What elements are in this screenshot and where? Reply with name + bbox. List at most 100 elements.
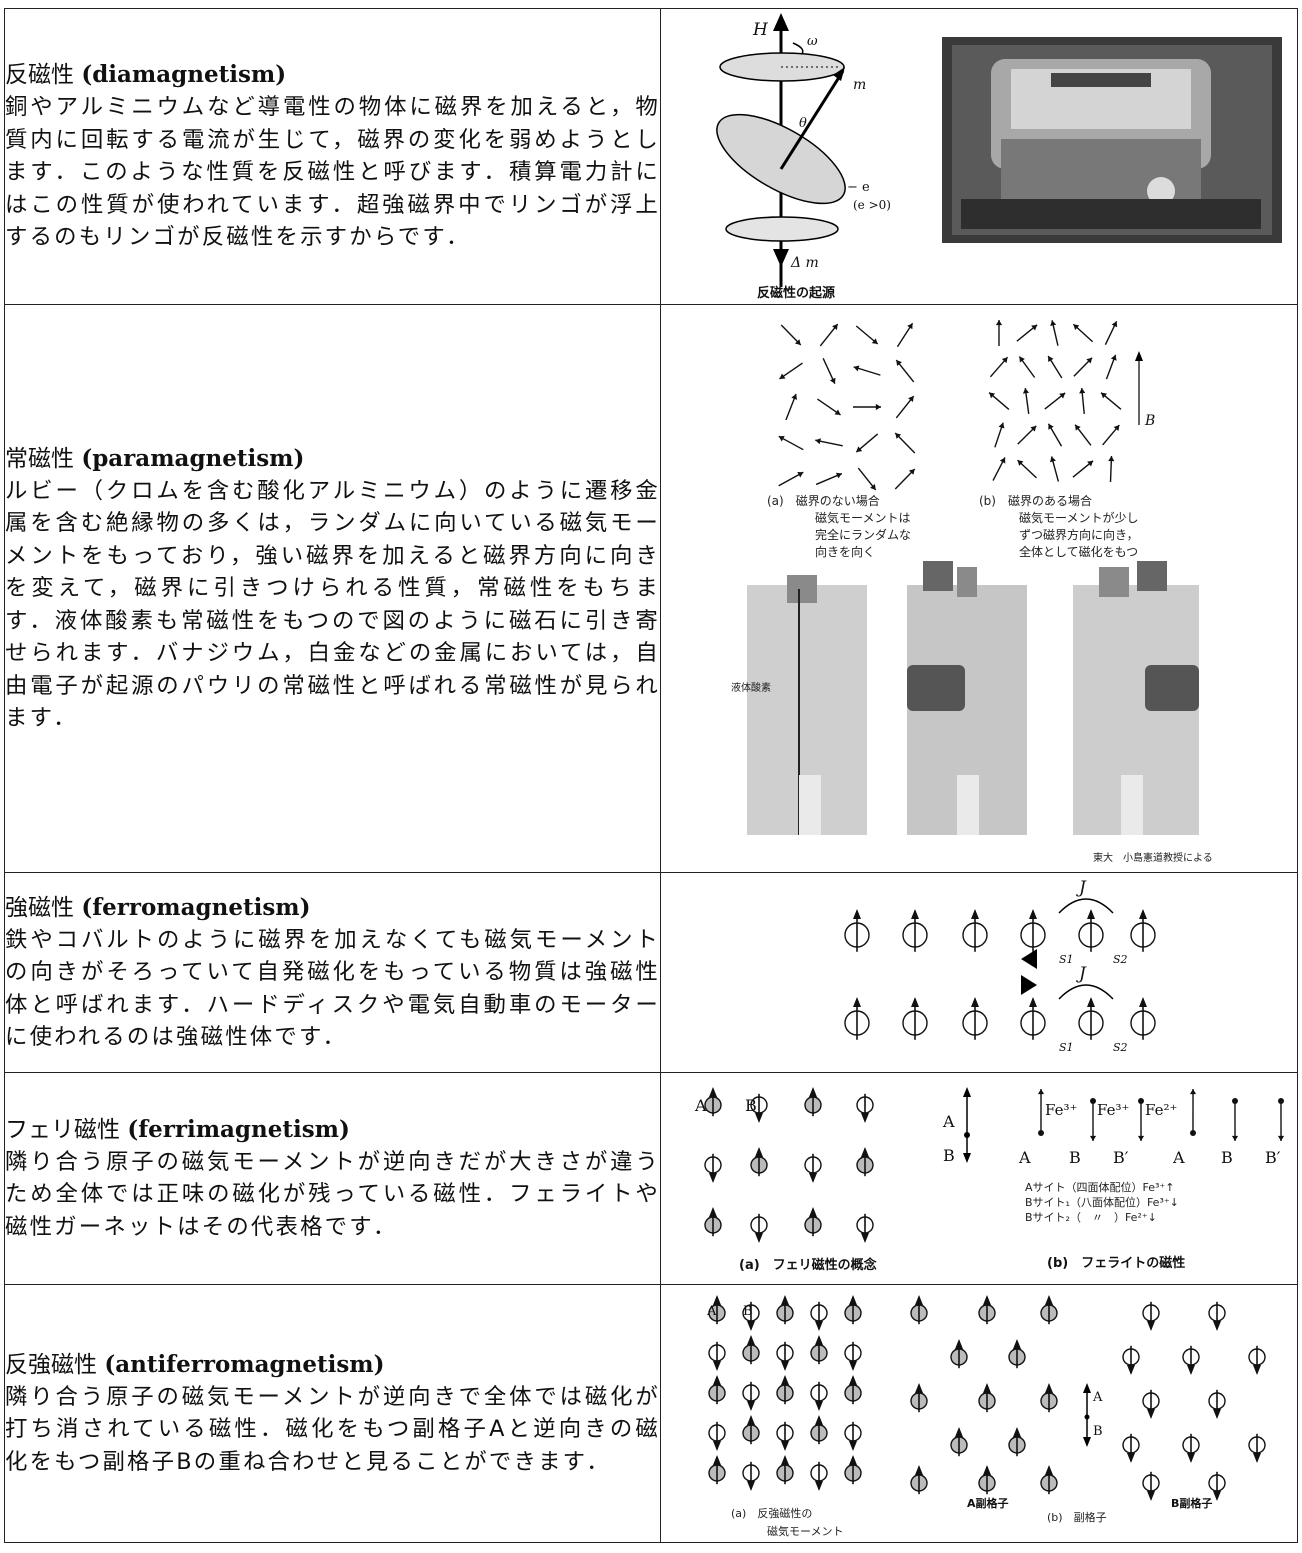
chain-arrow-head bbox=[1277, 1135, 1285, 1141]
moment-arrow-head bbox=[908, 396, 914, 402]
ferrite-chain bbox=[1037, 1088, 1285, 1142]
ferro-spins bbox=[844, 909, 1156, 1040]
label-h: H bbox=[752, 20, 769, 40]
moment-arrow-head bbox=[778, 436, 785, 442]
caption-a-line: 磁気モーメントは bbox=[815, 510, 911, 525]
spin-head bbox=[713, 1361, 721, 1371]
spin-head bbox=[861, 1113, 869, 1123]
legend-b-head bbox=[963, 1153, 971, 1163]
chain-arrow-head bbox=[1189, 1089, 1197, 1095]
label-e: − e bbox=[847, 180, 870, 195]
site-desc: Bサイト₂（ 〃 ）Fe²⁺↓ bbox=[1025, 1211, 1157, 1224]
sub-b-spin-head bbox=[1253, 1365, 1261, 1375]
spin-head bbox=[1087, 909, 1095, 919]
row-ferromagnetism: 強磁性 (ferromagnetism) 鉄やコバルトのように磁界を加えなくても… bbox=[4, 872, 1298, 1073]
spin-head bbox=[853, 909, 861, 919]
spin-head bbox=[849, 1455, 857, 1465]
fe-label: Fe³⁺ bbox=[1045, 1101, 1077, 1119]
moment-arrow-head bbox=[989, 392, 996, 399]
moment-arrow-head bbox=[834, 409, 841, 415]
caption-diamagnetism: 反磁性の起源 bbox=[757, 285, 835, 301]
moment-arrow-head bbox=[1086, 357, 1093, 364]
moment-arrow-head bbox=[791, 393, 798, 400]
spin-head bbox=[809, 1087, 817, 1097]
liquid-oxygen-label: 液体酸素 bbox=[731, 681, 771, 694]
exchange-arc bbox=[1058, 898, 1114, 914]
fe-label: Fe³⁺ bbox=[1097, 1101, 1129, 1119]
spin-head bbox=[713, 1441, 721, 1451]
aligned-moments bbox=[988, 319, 1122, 483]
sublattice-b-label: B副格子 bbox=[1171, 1496, 1212, 1510]
sub-b-spin-head bbox=[1187, 1365, 1195, 1375]
caption-a-line: (a) 反強磁性の bbox=[731, 1506, 812, 1520]
label-a: A bbox=[694, 1096, 707, 1115]
moment-arrow-head bbox=[1075, 424, 1081, 431]
moment-arrow-head bbox=[999, 457, 1006, 464]
spin-head bbox=[755, 1233, 763, 1243]
chain-arrow-head bbox=[1037, 1089, 1045, 1095]
caption-b-line: 全体として磁化をもつ bbox=[1019, 544, 1138, 559]
moment-arrow-head bbox=[870, 484, 876, 490]
moment-arrow-head bbox=[1030, 425, 1037, 432]
caption-a-line: (a) 磁界のない場合 bbox=[767, 493, 880, 508]
spin-head bbox=[1139, 909, 1147, 919]
section-title: 常磁性 (paramagnetism) bbox=[5, 443, 660, 475]
random-moments bbox=[778, 322, 916, 491]
text-cell: フェリ磁性 (ferrimagnetism) 隣り合う原子の磁気モーメントが逆向… bbox=[4, 1072, 661, 1285]
row-diamagnetism: 反磁性 (diamagnetism) 銅やアルミニウムなど導電性の物体に磁界を加… bbox=[4, 8, 1298, 305]
moment-arrow-head bbox=[875, 403, 881, 411]
text-cell: 反強磁性 (antiferromagnetism) 隣り合う原子の磁気モーメント… bbox=[4, 1284, 661, 1543]
spin-head bbox=[709, 1087, 717, 1097]
moment-arrow-head bbox=[779, 373, 786, 379]
site-label: A bbox=[1172, 1148, 1185, 1167]
sub-a-spin-head bbox=[983, 1383, 991, 1393]
site-label: B′ bbox=[1113, 1148, 1129, 1167]
spin-head bbox=[853, 997, 861, 1007]
antiferro-spins bbox=[708, 1295, 862, 1491]
caption-a-line: 磁気モーメント bbox=[767, 1524, 844, 1538]
section-title: 反強磁性 (antiferromagnetism) bbox=[5, 1349, 660, 1381]
title-en: (antiferromagnetism) bbox=[104, 1350, 385, 1378]
spin-head bbox=[781, 1455, 789, 1465]
antiferromagnetism-figure: A B A B A副格子 B副格子 (a) 反強磁性の 磁気モーメント (b) … bbox=[706, 1295, 1266, 1538]
sub-b-spin-head bbox=[1127, 1453, 1135, 1463]
moment-arrow-head bbox=[832, 324, 838, 330]
moment-arrow-head bbox=[835, 472, 842, 479]
spin-head bbox=[849, 1441, 857, 1451]
b-field-head bbox=[1135, 351, 1143, 361]
site-label: B bbox=[1069, 1148, 1081, 1167]
row-ferrimagnetism: フェリ磁性 (ferrimagnetism) 隣り合う原子の磁気モーメントが逆向… bbox=[4, 1072, 1298, 1285]
sub-a-spin-head bbox=[915, 1383, 923, 1393]
label-s2: S2 bbox=[1113, 1041, 1128, 1054]
spin-head bbox=[809, 1173, 817, 1183]
moment-arrow-head bbox=[1022, 388, 1030, 394]
sub-b-spin-head bbox=[1213, 1321, 1221, 1331]
spin-head bbox=[911, 909, 919, 919]
spin-head bbox=[971, 997, 979, 1007]
site-label: A bbox=[1018, 1148, 1031, 1167]
moment-arrow-head bbox=[1111, 321, 1118, 328]
row-paramagnetism: 常磁性 (paramagnetism) ルビー（クロムを含む酸化アルミニウム）の… bbox=[4, 304, 1298, 873]
spin-head bbox=[747, 1401, 755, 1411]
moment-arrow-head bbox=[995, 320, 1003, 326]
moment-arrow-head bbox=[1079, 388, 1086, 394]
legend-label-a: A bbox=[1092, 1390, 1103, 1405]
legend-b-head bbox=[1083, 1437, 1091, 1447]
title-en: (ferrimagnetism) bbox=[127, 1115, 350, 1143]
legend-a-head bbox=[963, 1087, 971, 1097]
label-s1: S1 bbox=[1059, 953, 1074, 966]
tilted-orbit bbox=[716, 113, 846, 205]
text-cell: 反磁性 (diamagnetism) 銅やアルミニウムなど導電性の物体に磁界を加… bbox=[4, 8, 661, 305]
liquid-oxygen-photos bbox=[747, 561, 1199, 835]
section-body: 銅やアルミニウムなど導電性の物体に磁界を加えると，物質内に回転する電流が生じて，… bbox=[5, 94, 660, 251]
spin-head bbox=[911, 997, 919, 1007]
legend-label-a: A bbox=[942, 1112, 955, 1131]
site-label: B′ bbox=[1265, 1148, 1281, 1167]
figure-cell: B (a) 磁界のない場合 磁気モーメントは 完全にランダムな 向きを向く (b… bbox=[660, 304, 1298, 873]
spin-head bbox=[815, 1401, 823, 1411]
label-b: B bbox=[1144, 413, 1155, 429]
sub-b-spin-head bbox=[1127, 1365, 1135, 1375]
site-desc: Bサイト₁（八面体配位）Fe³⁺↓ bbox=[1025, 1195, 1179, 1209]
sub-a-spin-head bbox=[983, 1295, 991, 1305]
